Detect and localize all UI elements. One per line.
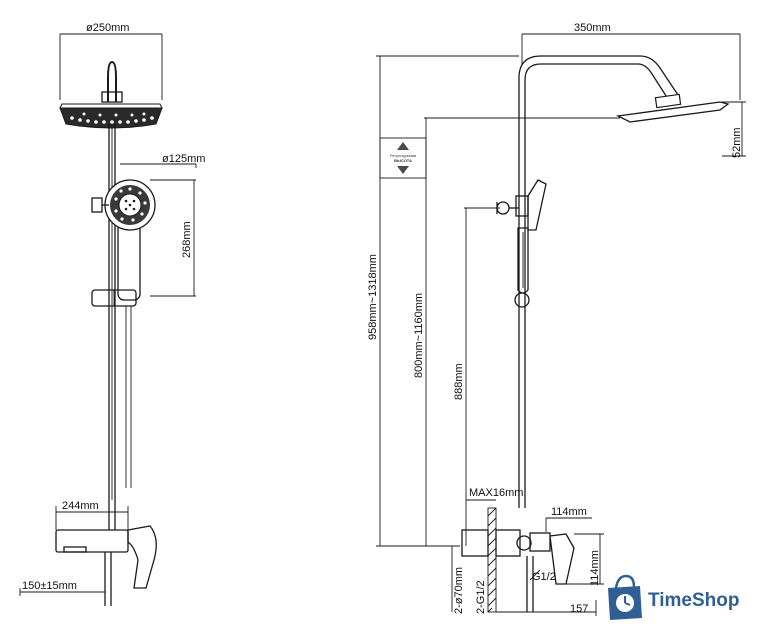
hand-shower-height-label: 268mm <box>181 221 193 258</box>
brand-name: TimeShop <box>648 590 740 611</box>
side-hand-shower <box>496 179 547 308</box>
inlet-spec-2-label: 2-G1/2 <box>475 580 487 614</box>
badge-text-1: Регулируемая <box>390 153 416 158</box>
mixer-width-label: 244mm <box>62 500 99 512</box>
front-view: ø250mm ø125mm 268mm <box>19 22 205 606</box>
fixed-height-label: 888mm <box>453 363 465 400</box>
hand-shower-diameter-label: ø125mm <box>162 153 205 165</box>
head-thickness-label: 52mm <box>731 127 743 158</box>
head-diameter-label: ø250mm <box>86 22 129 34</box>
slide-range-label: 800mm~1160mm <box>413 293 425 378</box>
side-view: 350mm 52mm Регулируемая ВЫСОТА 958mm~131… <box>367 22 746 616</box>
inlet-spec-1-label: 2-ø70mm <box>453 567 465 614</box>
badge-text-2: ВЫСОТА <box>394 158 412 163</box>
slide-bracket <box>91 289 137 307</box>
head-connector <box>107 60 117 102</box>
mixer-body <box>55 500 157 606</box>
side-riser <box>518 55 730 508</box>
mixer-height-label: 114mm <box>589 550 601 586</box>
adjustable-height-label: 958mm~1318mm <box>367 254 379 340</box>
arm-length-label: 350mm <box>574 22 611 34</box>
spout-depth-label: 114mm <box>551 506 587 518</box>
base-depth-label: 157 <box>570 603 588 615</box>
hand-shower <box>91 179 156 301</box>
inlet-spacing-label: 150±15mm <box>22 580 77 592</box>
wall-gap-label: MAX16mm <box>469 487 523 499</box>
side-mixer <box>461 529 575 612</box>
shopping-bag-clock-icon <box>608 574 642 620</box>
rain-shower-head <box>59 103 163 129</box>
inlet-thread-label: G1/2 <box>532 571 556 583</box>
wall-hatch <box>487 507 497 613</box>
adjustable-height-badge: Регулируемая ВЫСОТА <box>379 137 427 179</box>
brand-logo[interactable]: TimeShop <box>608 574 740 620</box>
